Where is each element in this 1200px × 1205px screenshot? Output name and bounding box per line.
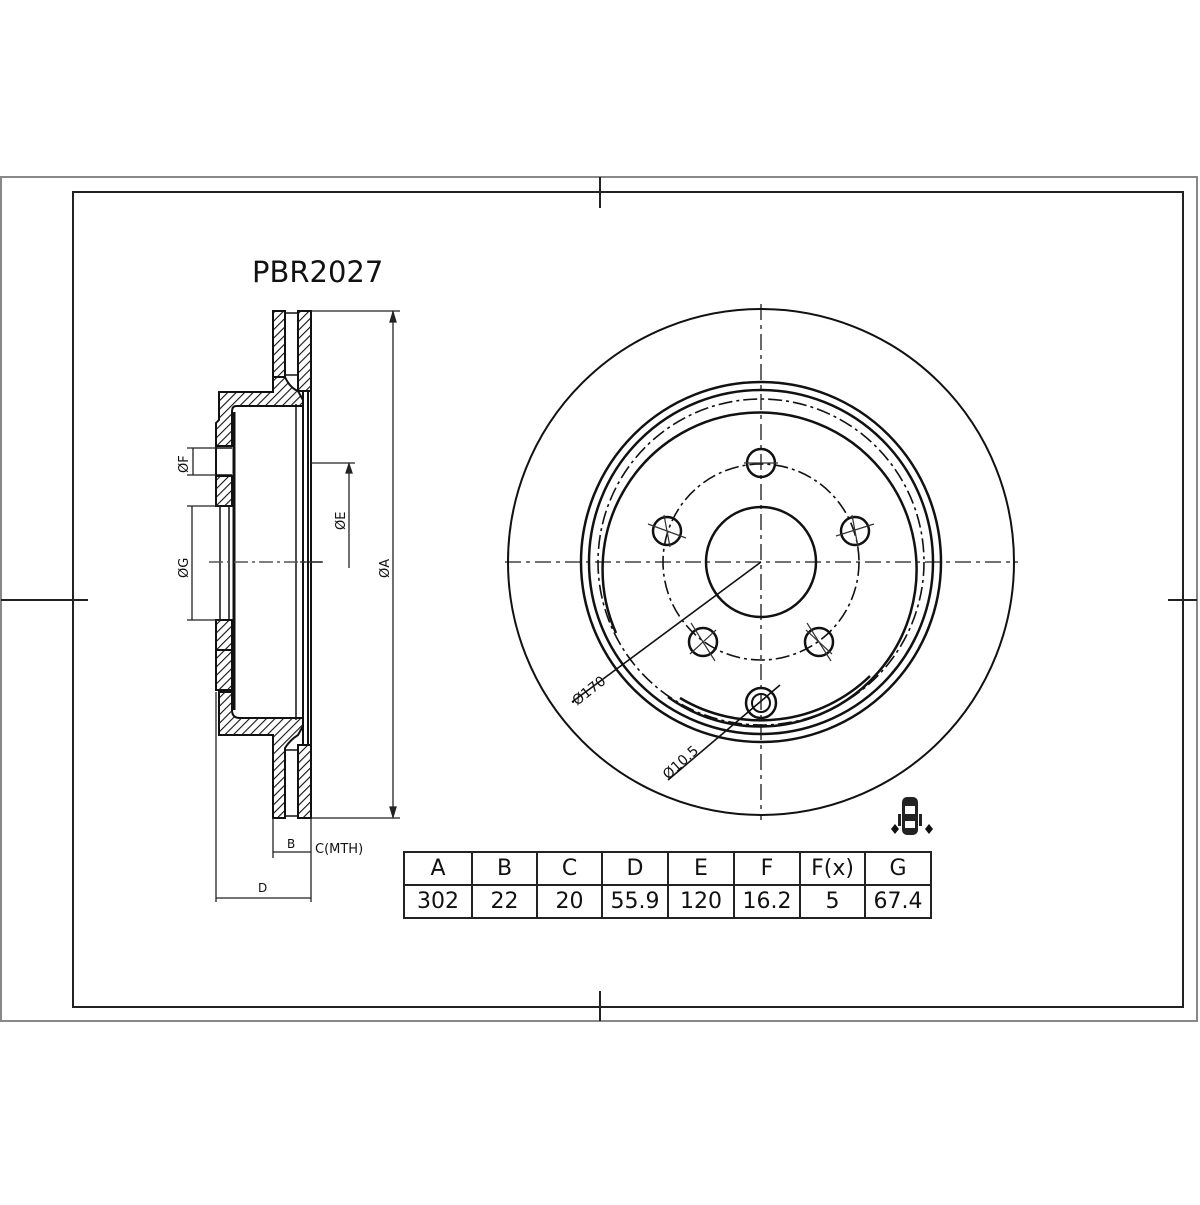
label-thickness-c: C(MTH) — [315, 842, 363, 857]
value-f: 16.2 — [733, 884, 801, 919]
value-a: 302 — [403, 884, 473, 919]
disc-outer-edge — [507, 308, 1015, 816]
front-view — [505, 304, 1018, 820]
header-g: G — [864, 851, 932, 886]
label-diameter-f: ØF — [177, 455, 192, 473]
side-section-view — [209, 310, 324, 819]
bolt-circle — [662, 463, 860, 661]
spec-value-row: 302 22 20 55.9 120 16.2 5 67.4 — [403, 884, 932, 919]
label-bolt-circle: Ø170 — [570, 673, 610, 709]
car-rear-axle-icon — [891, 797, 933, 835]
header-d: D — [601, 851, 669, 886]
header-e: E — [667, 851, 735, 886]
locating-hole — [744, 686, 778, 720]
label-small-hole: Ø10.5 — [660, 743, 702, 783]
spec-header-row: A B C D E F F(x) G — [403, 851, 932, 886]
label-diameter-a: ØA — [378, 559, 393, 578]
label-width-b: B — [287, 837, 295, 851]
value-e: 120 — [667, 884, 735, 919]
header-a: A — [403, 851, 473, 886]
header-b: B — [471, 851, 538, 886]
side-dimensions — [187, 309, 400, 902]
value-d: 55.9 — [601, 884, 669, 919]
value-c: 20 — [536, 884, 603, 919]
label-diameter-e: ØE — [334, 512, 349, 530]
header-c: C — [536, 851, 603, 886]
center-bore — [704, 505, 818, 619]
label-diameter-g: ØG — [177, 558, 192, 578]
sheet-frame — [0, 176, 1198, 1022]
value-fx: 5 — [799, 884, 866, 919]
part-number-title: PBR2027 — [252, 255, 384, 289]
side-dimension-labels: ØF ØG ØE ØA B C(MTH) D — [177, 455, 393, 895]
dimension-spec-table: A B C D E F F(x) G 302 22 20 55.9 120 16… — [403, 851, 932, 919]
value-g: 67.4 — [864, 884, 932, 919]
label-height-d: D — [258, 881, 267, 895]
value-b: 22 — [471, 884, 538, 919]
header-fx: F(x) — [799, 851, 866, 886]
header-f: F — [733, 851, 801, 886]
